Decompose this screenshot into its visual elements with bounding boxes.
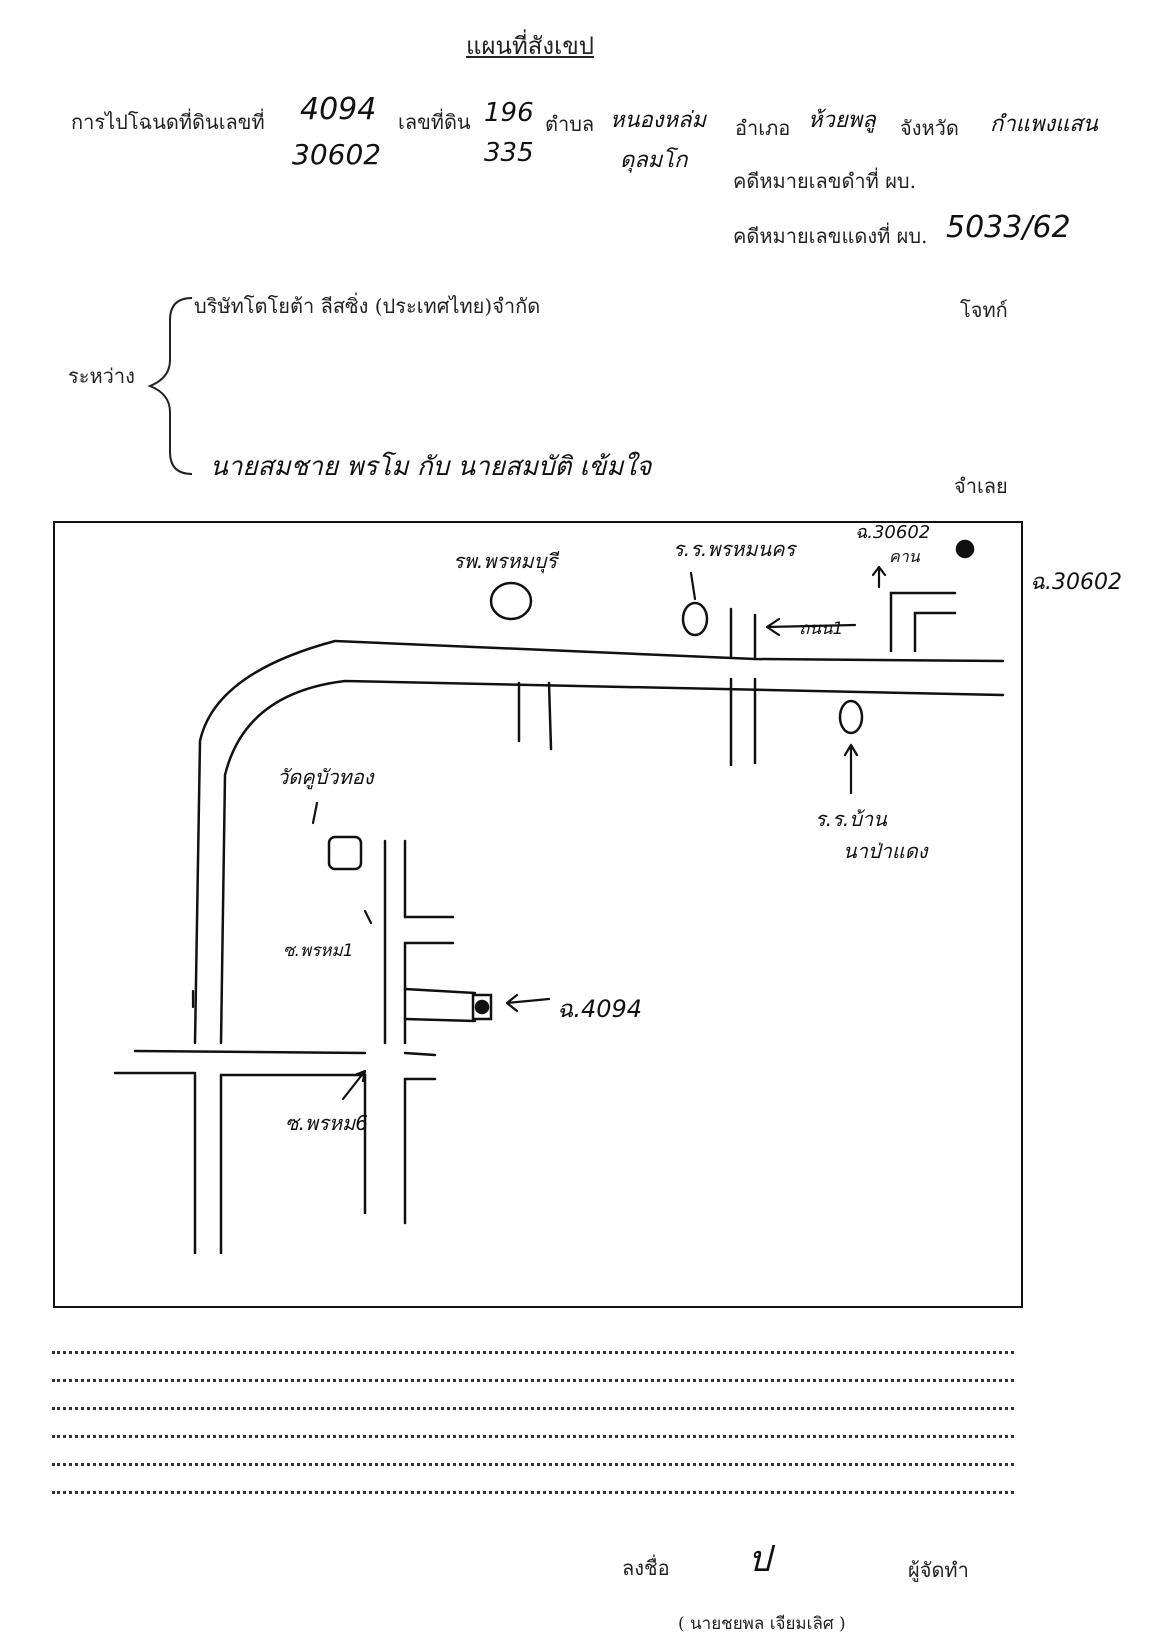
black-case-label: คดีหมายเลขดำที่ ผบ. <box>733 169 916 193</box>
note-line-3 <box>52 1407 1014 1410</box>
deed-number-1: 4094 <box>300 92 377 127</box>
arrow-school-top <box>689 571 697 601</box>
deed-4094-dot <box>474 999 490 1015</box>
arrow-school-right <box>843 743 859 795</box>
main-road-outer-edge <box>193 639 1005 1045</box>
label-nakan: คาน <box>889 547 920 566</box>
subdistrict-label: ตำบล <box>545 112 595 136</box>
arrow-soi1 <box>363 909 373 925</box>
land-deed-label: การไปโฉนดที่ดินเลขที่ <box>71 110 265 134</box>
signature: ป <box>748 1539 771 1580</box>
province-value: กำแพงแสน <box>990 112 1098 137</box>
label-temple: วัดคูบัวทอง <box>277 765 374 789</box>
label-school-right-2: นาป่าแดง <box>843 839 928 863</box>
between-label: ระหว่าง <box>68 364 135 388</box>
soi-vertical <box>383 839 407 1045</box>
arrow-soi6 <box>341 1069 367 1101</box>
deed-number-2: 30602 <box>292 138 382 171</box>
arrow-temple <box>311 801 319 825</box>
label-school-right-1: ร.ร.บ้าน <box>815 807 887 831</box>
plaintiff-name: บริษัทโตโยต้า ลีสซิ่ง (ประเทศไทย)จำกัด <box>194 294 541 318</box>
label-deed-right-edge: ฉ.30602 <box>1030 570 1122 595</box>
deed-4094-marker <box>471 993 493 1021</box>
page-title: แผนที่สังเขป <box>466 32 594 60</box>
arrow-deed-top <box>871 565 887 589</box>
arrow-deed-center <box>505 993 551 1013</box>
hospital-marker <box>489 581 533 621</box>
soi6-vertical <box>363 1073 407 1225</box>
label-hospital: รพ.พรหมบุรี <box>453 549 558 573</box>
note-line-1 <box>52 1351 1014 1354</box>
map-drawing <box>113 539 1005 1255</box>
deed-30602-dot <box>955 539 975 559</box>
subdistrict-2: ดุลมโก <box>620 148 688 173</box>
subdistrict-1: หนองหล่ม <box>610 108 706 133</box>
soi-branch <box>403 915 455 945</box>
defendant-role: จำเลย <box>954 474 1008 498</box>
label-soi-6: ซ.พรหม6 <box>285 1111 368 1135</box>
defendant-name: นายสมชาย พรโม กับ นายสมบัติ เข้มใจ <box>210 452 652 482</box>
preparer-name: ( นายชยพล เจียมเลิศ ) <box>678 1614 846 1634</box>
temple-marker <box>327 835 363 871</box>
soi-right-stub <box>403 987 477 1023</box>
side-street-top <box>729 607 757 659</box>
sketch-map: รพ.พรหมบุรี ร.ร.พรหมนคร ฉ.30602 คาน ถนน1… <box>53 521 1023 1308</box>
school-right-marker <box>838 699 864 735</box>
province-label: จังหวัด <box>900 116 959 140</box>
district-value: ห้วยพลู <box>808 108 876 133</box>
plaintiff-role: โจทก์ <box>960 298 1008 322</box>
school-top-marker <box>681 601 709 637</box>
left-road-lower <box>193 1073 223 1255</box>
party-brace <box>147 297 193 475</box>
red-case-label: คดีหมายเลขแดงที่ ผบ. <box>733 224 928 248</box>
cross-road-top-edge <box>133 1049 437 1057</box>
label-road1: ถนน1 <box>799 619 844 639</box>
label-deed-center: ฉ.4094 <box>557 995 643 1023</box>
side-street-a <box>517 681 553 751</box>
land-number-2: 335 <box>484 138 534 168</box>
note-line-6 <box>52 1491 1014 1494</box>
main-road-inner-edge <box>219 679 1005 1045</box>
note-line-5 <box>52 1463 1014 1466</box>
sign-label: ลงชื่อ <box>622 1556 670 1580</box>
district-label: อำเภอ <box>735 116 791 140</box>
note-line-4 <box>52 1435 1014 1438</box>
preparer-label: ผู้จัดทำ <box>908 1558 969 1582</box>
land-number-label: เลขที่ดิน <box>398 110 471 134</box>
land-number-1: 196 <box>484 98 534 128</box>
side-street-b <box>729 677 757 767</box>
red-case-number: 5033/62 <box>946 210 1071 245</box>
cross-road-bottom-edge <box>113 1071 437 1081</box>
note-line-2 <box>52 1379 1014 1382</box>
plot-top-right <box>889 591 957 653</box>
label-deed-top-right: ฉ.30602 <box>855 522 931 543</box>
label-soi-1: ซ.พรหม1 <box>283 941 354 961</box>
arrow-road1 <box>765 617 857 637</box>
label-school-top: ร.ร.พรหมนคร <box>673 537 796 561</box>
